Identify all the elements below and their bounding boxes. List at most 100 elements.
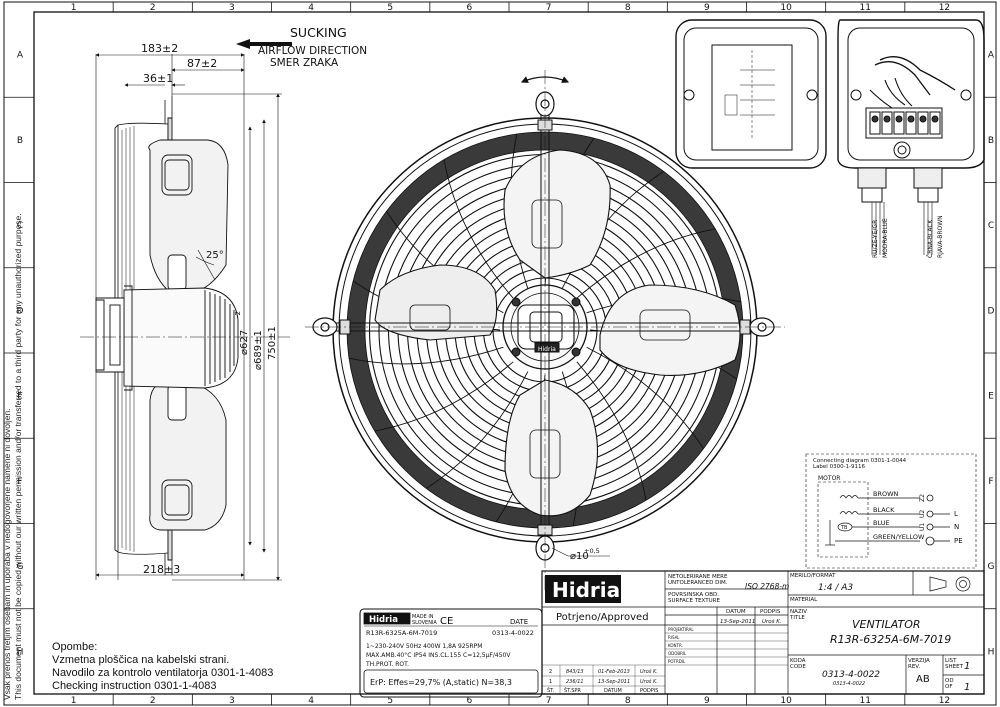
frame-row-label: E <box>17 392 23 402</box>
frame-col-label: 12 <box>939 696 950 706</box>
frame-col-label: 11 <box>860 3 871 13</box>
conn-N: N <box>954 523 959 531</box>
frame-row-label: H <box>17 647 24 657</box>
tb-surface2: SURFACE TEXTURE <box>668 598 720 604</box>
frame-col-label: 9 <box>704 696 710 706</box>
conn-PE: PE <box>954 537 963 545</box>
wire-label-yg: RU/ZE-YE/GR <box>872 220 879 258</box>
confidentiality-note: Vsak prenos tretjim osebam in uporaba v … <box>2 213 24 700</box>
rev-row1-sig: Uroš K. <box>640 678 658 685</box>
guard-spoke <box>586 346 704 449</box>
guard-spoke <box>443 159 514 299</box>
dim-218: 218±3 <box>143 563 180 576</box>
tb-list: LIST <box>945 658 957 664</box>
wire-label-black: ČRNA-BLACK <box>927 218 934 258</box>
terminal-screw <box>907 115 915 123</box>
title-block-logo: Hidria <box>545 575 621 603</box>
terminal-slot <box>917 111 929 135</box>
tb-risal: RISAL <box>668 635 680 640</box>
frame-row-label: A <box>17 51 24 61</box>
tb-signer: Uroš K. <box>762 618 782 625</box>
confidentiality-line2: This document must not be copied without… <box>13 213 23 700</box>
rev-row1-date: 13-Sep-2011 <box>598 679 630 685</box>
front-view <box>305 70 785 590</box>
label-erp: ErP: Effes=29,7% (A,static) N=38,3 <box>370 678 512 687</box>
tb-tol1: NETOLERIRANE MERE <box>668 574 728 580</box>
conn-header2: Label 0300-1-9116 <box>813 464 866 470</box>
terminal-slot <box>881 111 893 135</box>
terminal-slot <box>905 111 917 135</box>
notes-line2: Navodilo za kontrolo ventilatorja 0301-1… <box>52 667 274 679</box>
frame-row-label: B <box>988 136 994 146</box>
tb-koda: KODA <box>790 658 806 664</box>
rev-row1-n: 1 <box>549 679 552 685</box>
tb-title1: VENTILATOR <box>852 618 921 631</box>
frame-col-label: 3 <box>229 3 235 13</box>
guard-spoke <box>348 346 504 365</box>
dim-183: 183±2 <box>141 42 178 55</box>
terminal-box-outer <box>837 19 985 255</box>
tb-title-label: TITLE <box>789 615 805 621</box>
airflow-direction: SUCKING AIRFLOW DIRECTION SMER ZRAKA <box>236 25 367 69</box>
terminal-screw <box>919 115 927 123</box>
frame-col-label: 10 <box>780 696 792 706</box>
conn-term-z2: Z2 <box>919 494 926 502</box>
frame-col-label: 2 <box>150 696 156 706</box>
conn-motor: MOTOR <box>818 475 840 482</box>
label-ce: CE <box>440 616 453 627</box>
conn-term-u2: U2 <box>919 510 926 518</box>
tb-title2: R13R-6325A-6M-7019 <box>830 633 951 646</box>
conn-wire-brown: BROWN <box>873 490 899 498</box>
guard-spoke <box>576 361 647 501</box>
label-code: 0313-4-0022 <box>492 629 534 637</box>
conn-wire-gy: GREEN/YELLOW <box>873 533 925 541</box>
tb-projektiral: PROJEKTIRAL <box>668 627 694 632</box>
confidentiality-line1: Vsak prenos tretjim osebam in uporaba v … <box>2 408 12 700</box>
frame-col-label: 5 <box>387 696 393 706</box>
tb-scale: 1:4 / A3 <box>818 583 853 593</box>
hub-label: Hidria <box>538 346 556 353</box>
label-country: SLOVENIA <box>412 620 437 626</box>
tb-tol2: UNTOLERANCED DIM. <box>668 580 728 586</box>
airflow-title: SUCKING <box>290 25 347 40</box>
guard-spoke <box>426 371 529 489</box>
conn-L: L <box>954 510 958 518</box>
tb-material: MATERIAL <box>790 597 818 603</box>
frame-col-label: 1 <box>71 696 77 706</box>
tb-odobril: ODOBRIL <box>668 651 687 656</box>
dim-750: 750±1 <box>267 326 278 360</box>
drawing-frame <box>3 1 997 706</box>
rev-head-stspr: ŠT.SPR <box>564 687 581 694</box>
frame-col-label: 8 <box>625 696 631 706</box>
terminal-screw <box>883 115 891 123</box>
tb-podpis: PODPIS <box>760 609 781 615</box>
conn-term-u1: U1 <box>919 523 926 531</box>
rev-head-datum: DATUM <box>604 688 622 694</box>
tb-verzija: VERZIJA <box>908 658 930 664</box>
cable-wire-labels: RU/ZE-YE/GR MODRA-BLUE ČRNA-BLACK RJAVA-… <box>872 215 944 258</box>
tb-surface1: POVRSINSKA OBD. <box>668 592 719 598</box>
tb-sheet: SHEET <box>945 664 964 670</box>
dim-hole: ⌀10 <box>570 551 589 562</box>
guard-spoke <box>374 361 514 432</box>
label-specs3: TH.PROT. ROT. <box>365 661 409 668</box>
tb-approved: Potrjeno/Approved <box>556 612 649 623</box>
rev-head-st: ŠT. <box>547 687 555 694</box>
dim-dia627: ⌀627 <box>239 330 250 355</box>
conn-tb: TB <box>840 525 848 531</box>
rev-row2-n: 2 <box>549 669 552 675</box>
tb-code: 0313-4-0022 <box>822 670 880 680</box>
rev-row1-st: 236/11 <box>566 679 584 685</box>
notes-line3: Checking instruction 0301-1-4083 <box>52 680 217 692</box>
dim-36: 36±1 <box>143 72 173 85</box>
terminal-screw <box>895 115 903 123</box>
frame-row-label: F <box>17 477 22 487</box>
tb-rev: AB <box>916 674 930 685</box>
tb-rev-label: REV. <box>908 664 920 670</box>
terminal-slot <box>893 111 905 135</box>
tb-sheet-val: 1 <box>964 661 970 672</box>
label-model: R13R-6325A-6M-7019 <box>366 629 437 637</box>
notes: Opombe: Vzmetna ploščica na kabelski str… <box>52 641 273 693</box>
rev-row2-st: 843/13 <box>566 669 584 675</box>
